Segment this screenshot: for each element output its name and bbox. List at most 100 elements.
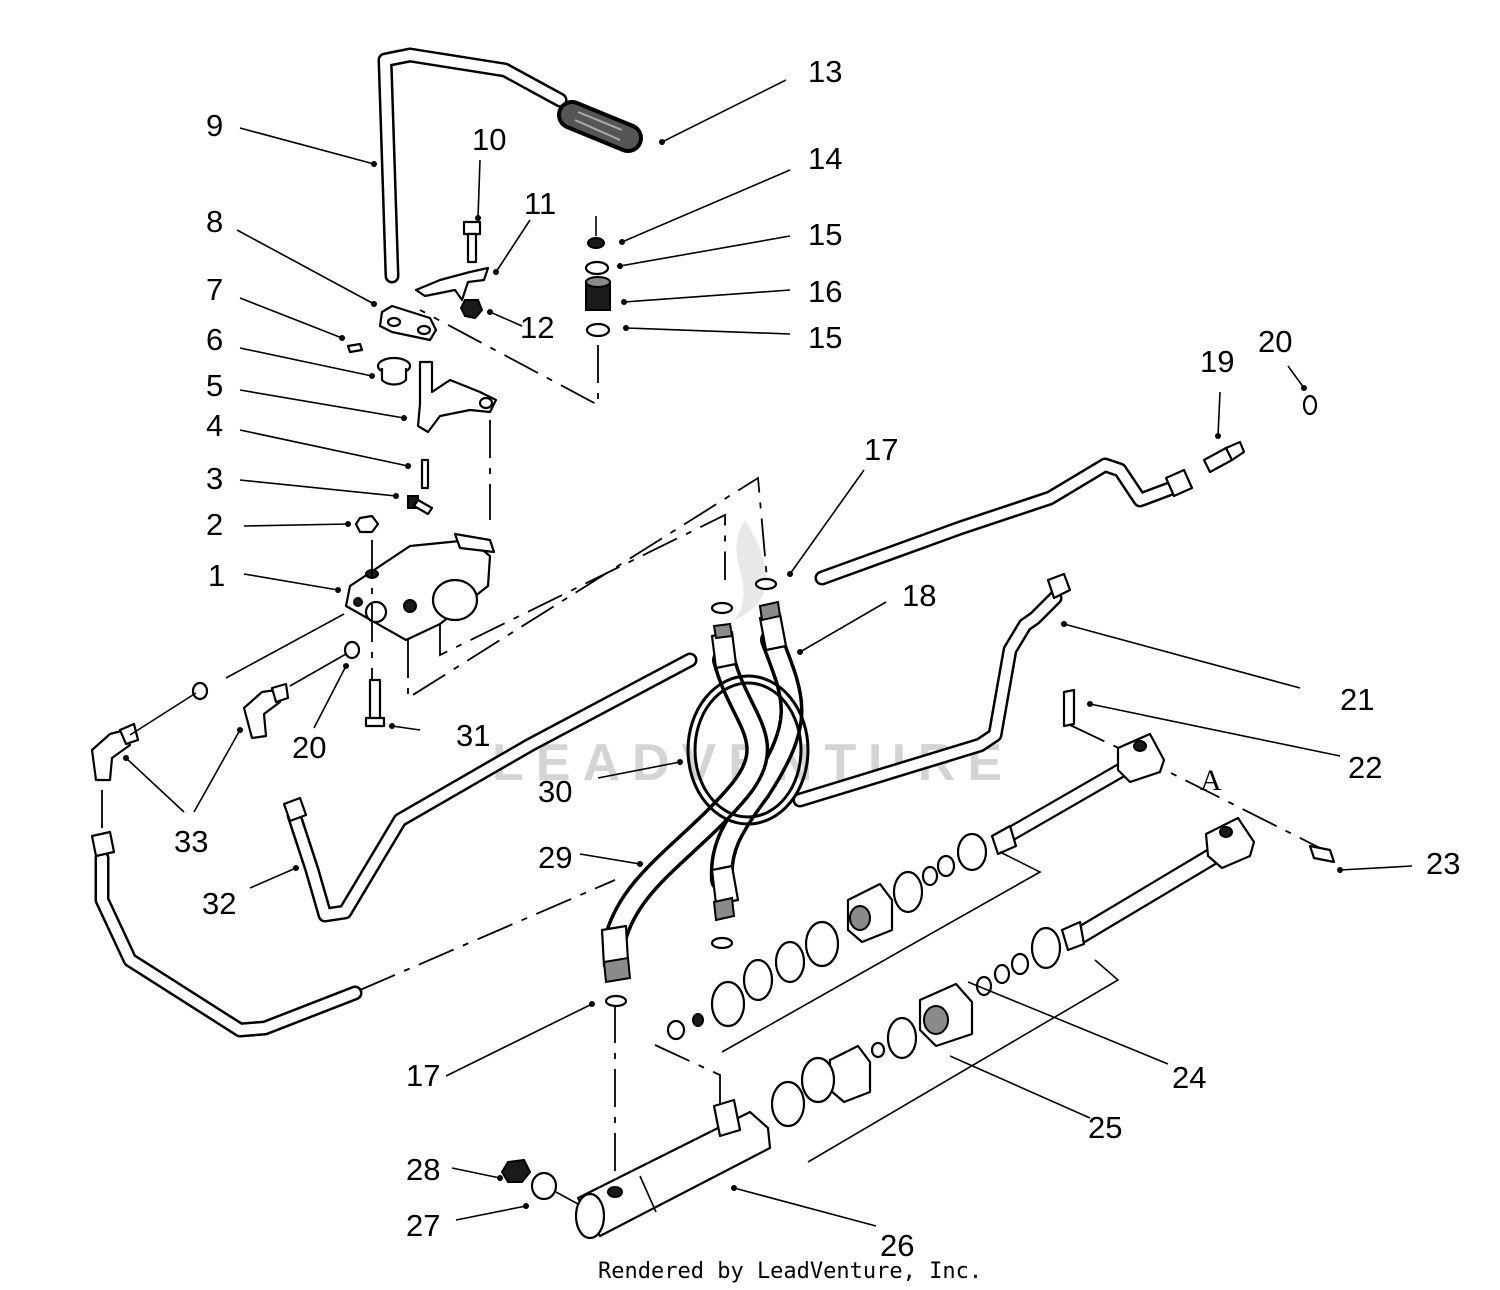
tube-nut [282, 796, 308, 823]
part-label-7: 7 [206, 272, 223, 307]
o-ring-part-20-right [1302, 394, 1318, 416]
hydraulic-return-tube [94, 850, 363, 1038]
clip-part-23 [1308, 844, 1336, 864]
tube-nut [90, 830, 116, 858]
reference-marker: A [1200, 764, 1222, 797]
bracket-part-11 [414, 266, 490, 302]
part-label-16: 16 [808, 274, 842, 309]
part-number-labels: 1 2 3 4 5 6 7 8 9 10 11 12 13 14 15 15 1… [174, 54, 1460, 1263]
piston-rod-part-25 [1060, 816, 1256, 952]
seal-kit-part-25 [770, 926, 1062, 1128]
watermark-logo-icon [735, 520, 767, 620]
part-label-9: 9 [206, 108, 223, 143]
hose-fitting [710, 601, 738, 670]
control-lever-part-9 [377, 47, 568, 284]
pin-part-22 [1062, 688, 1076, 728]
elbow-fitting-part-33-left [90, 722, 140, 782]
elbow-fitting-part-33-right [242, 682, 290, 740]
part-label-28: 28 [406, 1152, 440, 1187]
part-label-31: 31 [456, 718, 490, 753]
part-label-4: 4 [206, 408, 223, 443]
center-line [359, 879, 616, 991]
callout-bracket-24 [721, 851, 1042, 1053]
part-label-10: 10 [472, 122, 506, 157]
control-valve-part-1 [344, 532, 496, 642]
credit-text: Rendered by LeadVenture, Inc. [598, 1259, 982, 1284]
part-label-18: 18 [902, 578, 936, 613]
part-label-5: 5 [206, 368, 223, 403]
spring-pin-part-4 [420, 458, 430, 490]
center-line [1069, 724, 1321, 849]
part-label-27: 27 [406, 1208, 440, 1243]
part-label-15-upper: 15 [808, 217, 842, 252]
screw-part-3 [407, 495, 434, 516]
part-label-17-upper: 17 [864, 432, 898, 467]
part-label-29: 29 [538, 840, 572, 875]
handle-grip-part-13 [557, 100, 643, 153]
nut-part-12 [459, 299, 484, 320]
part-label-12: 12 [520, 310, 554, 345]
bolt-part-10 [462, 220, 482, 264]
washer-part-15-upper [584, 260, 610, 276]
bushing-part-6 [376, 356, 412, 386]
part-label-13: 13 [808, 54, 842, 89]
hose-fitting [754, 577, 788, 652]
part-label-8: 8 [206, 204, 223, 239]
part-label-15-lower: 15 [808, 320, 842, 355]
leader-dots [123, 139, 1343, 1209]
grommet-part-16 [585, 276, 611, 311]
hydraulic-tube-part-32 [286, 652, 698, 923]
hydraulic-tube-part-21 [792, 590, 1063, 808]
seal-kit-part-24 [666, 832, 988, 1041]
piston-rod-part-24 [990, 732, 1166, 856]
leader-lines [125, 79, 1413, 1227]
part-label-25: 25 [1088, 1110, 1122, 1145]
nut-part-28 [500, 1158, 532, 1183]
part-label-17-lower: 17 [406, 1058, 440, 1093]
part-label-14: 14 [808, 141, 842, 176]
tube-nut [1164, 468, 1194, 498]
tube-nut [1046, 572, 1072, 600]
part-label-23: 23 [1426, 846, 1460, 881]
bolt-part-31 [364, 678, 386, 728]
part-label-22: 22 [1348, 750, 1382, 785]
part-label-24: 24 [1172, 1060, 1206, 1095]
washer-part-27 [530, 1171, 558, 1201]
center-line [439, 513, 726, 657]
washer-part-14 [587, 216, 605, 249]
hose-fitting [600, 924, 632, 1008]
washer-part-15-lower [585, 322, 611, 338]
callout-bracket-25 [807, 959, 1120, 1163]
part-label-3: 3 [206, 461, 223, 496]
o-ring [191, 681, 209, 701]
part-label-26: 26 [880, 1228, 914, 1263]
o-ring-part-20-left [343, 640, 361, 660]
part-label-20-right: 20 [1258, 324, 1292, 359]
part-label-21: 21 [1340, 682, 1374, 717]
control-arm-part-5 [416, 360, 498, 434]
part-label-19: 19 [1200, 344, 1234, 379]
hydraulic-hose-part-18 [709, 628, 804, 892]
hose-loop-part-30 [686, 674, 810, 826]
hose-fitting [710, 864, 740, 950]
hydraulic-tube [814, 457, 1188, 586]
part-label-20-left: 20 [292, 730, 326, 765]
part-label-11: 11 [524, 186, 556, 221]
nut-part-2 [354, 514, 380, 534]
hydraulic-cylinder-part-26 [574, 1098, 772, 1240]
part-label-32: 32 [202, 886, 236, 921]
part-label-1: 1 [208, 558, 225, 593]
part-label-6: 6 [206, 322, 223, 357]
part-label-2: 2 [206, 507, 223, 542]
center-line [419, 309, 599, 407]
pivot-plate-part-8 [378, 304, 438, 342]
center-line [407, 476, 769, 700]
center-line [654, 1044, 721, 1105]
hydraulic-hose-part-29 [603, 648, 770, 952]
roll-pin-part-7 [346, 342, 364, 354]
part-label-30: 30 [538, 774, 572, 809]
fitting-part-19 [1202, 440, 1246, 474]
part-label-33: 33 [174, 824, 208, 859]
